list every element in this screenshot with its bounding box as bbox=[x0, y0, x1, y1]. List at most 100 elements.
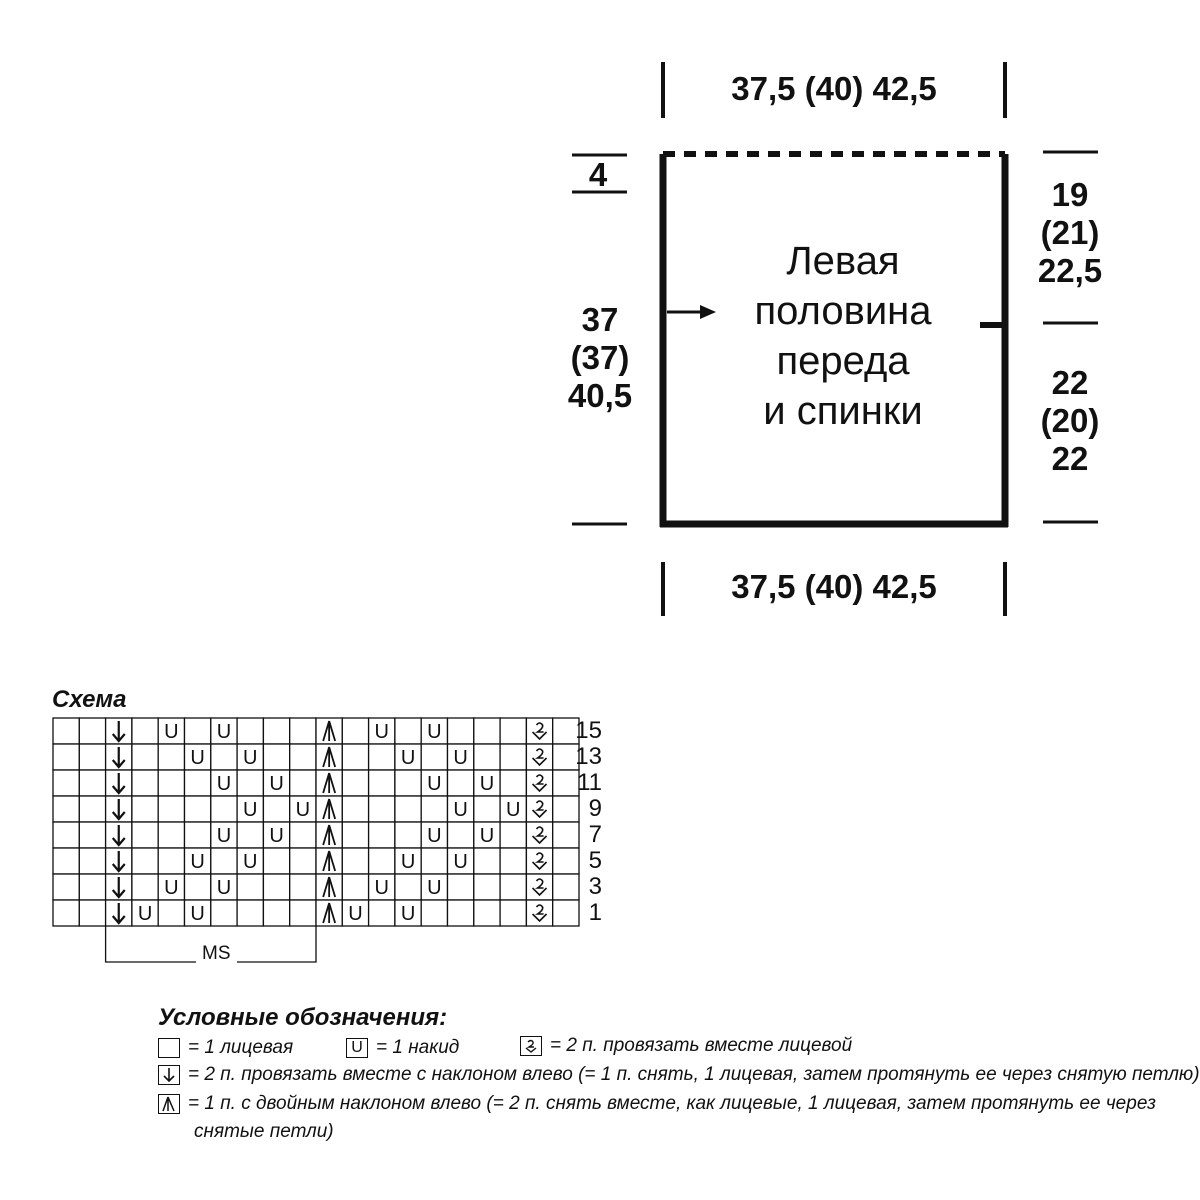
left-height-label: 37 (37) 40,5 bbox=[555, 301, 645, 415]
arrowhead-icon bbox=[700, 305, 716, 319]
svg-text:U: U bbox=[164, 877, 178, 899]
knit-cell bbox=[52, 795, 80, 823]
knit-cell bbox=[210, 743, 238, 771]
knit-cell bbox=[289, 847, 317, 875]
legend-text-double-decrease-cont: снятые петли) bbox=[194, 1121, 334, 1142]
svg-text:U: U bbox=[480, 773, 494, 795]
ssk-cell bbox=[104, 821, 133, 849]
knit-cell bbox=[289, 769, 317, 797]
knit-cell bbox=[394, 873, 422, 901]
knit-cell bbox=[473, 873, 501, 901]
legend-text-k2tog: = 2 п. провязать вместе лицевой bbox=[550, 1035, 853, 1056]
knit-cell bbox=[183, 873, 212, 901]
knit-symbol-icon bbox=[158, 1038, 180, 1058]
knit-cell bbox=[552, 899, 580, 927]
double-decrease-cell bbox=[315, 821, 343, 849]
panel-title-line: переда bbox=[776, 339, 910, 383]
knit-cell bbox=[131, 717, 159, 745]
legend-row-double-decrease-cont: снятые петли) bbox=[194, 1121, 334, 1143]
knit-cell bbox=[210, 795, 238, 823]
right-lower-label: 22 (20) 22 bbox=[1025, 364, 1115, 478]
svg-text:U: U bbox=[138, 903, 152, 925]
top-offset-label: 4 bbox=[588, 156, 608, 193]
knit-cell bbox=[289, 873, 317, 901]
svg-text:U: U bbox=[453, 799, 467, 821]
knit-cell bbox=[78, 847, 107, 875]
knit-cell bbox=[341, 847, 370, 875]
k2tog-cell bbox=[525, 717, 554, 745]
knit-cell bbox=[289, 899, 317, 927]
knit-cell bbox=[473, 847, 501, 875]
knit-cell bbox=[157, 769, 186, 797]
yarn-over-cell: U bbox=[367, 717, 396, 745]
yarn-over-cell: U bbox=[446, 743, 475, 771]
yarn-over-cell: U bbox=[236, 743, 265, 771]
knit-cell bbox=[367, 899, 396, 927]
panel-title-line: и спинки bbox=[763, 389, 923, 433]
bottom-width-label: 37,5 (40) 42,5 bbox=[731, 568, 937, 605]
knit-cell bbox=[210, 899, 238, 927]
ssk-cell bbox=[104, 899, 133, 927]
knit-cell bbox=[289, 821, 317, 849]
knit-cell bbox=[52, 847, 80, 875]
knit-cell bbox=[262, 717, 291, 745]
double-decrease-cell bbox=[315, 873, 343, 901]
yarn-over-cell: U bbox=[210, 717, 238, 745]
double-decrease-cell bbox=[315, 847, 343, 875]
left-height-value: 40,5 bbox=[567, 377, 633, 414]
right-upper-value: 22,5 bbox=[1037, 252, 1103, 289]
svg-text:U: U bbox=[296, 799, 310, 821]
legend-text-double-decrease: = 1 п. с двойным наклоном влево (= 2 п. … bbox=[188, 1093, 1156, 1114]
yarn-over-cell: U bbox=[210, 821, 238, 849]
knit-cell bbox=[52, 821, 80, 849]
yarn-over-cell: U bbox=[446, 847, 475, 875]
knit-cell bbox=[78, 873, 107, 901]
yarn-over-cell: U bbox=[394, 847, 422, 875]
knit-cell bbox=[157, 821, 186, 849]
legend-text-knit: = 1 лицевая bbox=[188, 1037, 294, 1058]
knit-cell bbox=[367, 847, 396, 875]
knit-cell bbox=[131, 743, 159, 771]
ssk-cell bbox=[104, 769, 133, 797]
knit-cell bbox=[341, 795, 370, 823]
left-height-value: (37) bbox=[570, 339, 630, 376]
svg-text:U: U bbox=[243, 799, 257, 821]
svg-text:U: U bbox=[217, 825, 231, 847]
double-decrease-cell bbox=[315, 717, 343, 745]
k2tog-cell bbox=[525, 847, 554, 875]
knit-cell bbox=[394, 769, 422, 797]
ssk-cell bbox=[104, 847, 133, 875]
yarn-over-cell: U bbox=[262, 821, 291, 849]
yarn-over-cell: U bbox=[420, 873, 449, 901]
right-lower-value: (20) bbox=[1040, 402, 1100, 439]
double-decrease-icon bbox=[158, 1094, 180, 1114]
knit-cell bbox=[341, 821, 370, 849]
knit-cell bbox=[236, 769, 265, 797]
yarn-over-cell: U bbox=[157, 873, 186, 901]
knit-cell bbox=[499, 769, 528, 797]
yarn-over-cell: U bbox=[420, 717, 449, 745]
knit-cell bbox=[499, 743, 528, 771]
svg-text:U: U bbox=[401, 747, 415, 769]
yarn-over-cell: U bbox=[210, 769, 238, 797]
top-width-label: 37,5 (40) 42,5 bbox=[731, 70, 937, 107]
yarn-over-cell: U bbox=[394, 743, 422, 771]
svg-text:U: U bbox=[348, 903, 362, 925]
knit-cell bbox=[262, 743, 291, 771]
knit-cell bbox=[78, 821, 107, 849]
knit-cell bbox=[183, 717, 212, 745]
legend-row-knit: = 1 лицевая bbox=[158, 1037, 293, 1059]
knit-cell bbox=[446, 821, 475, 849]
yarn-over-cell: U bbox=[183, 899, 212, 927]
k2tog-cell bbox=[525, 795, 554, 823]
double-decrease-cell bbox=[315, 743, 343, 771]
knit-cell bbox=[262, 899, 291, 927]
legend-text-ssk: = 2 п. провязать вместе с наклоном влево… bbox=[188, 1064, 1200, 1085]
ssk-icon bbox=[158, 1065, 180, 1085]
svg-text:U: U bbox=[217, 773, 231, 795]
knit-cell bbox=[157, 899, 186, 927]
knit-cell bbox=[157, 743, 186, 771]
knit-cell bbox=[473, 743, 501, 771]
yarn-over-cell: U bbox=[289, 795, 317, 823]
